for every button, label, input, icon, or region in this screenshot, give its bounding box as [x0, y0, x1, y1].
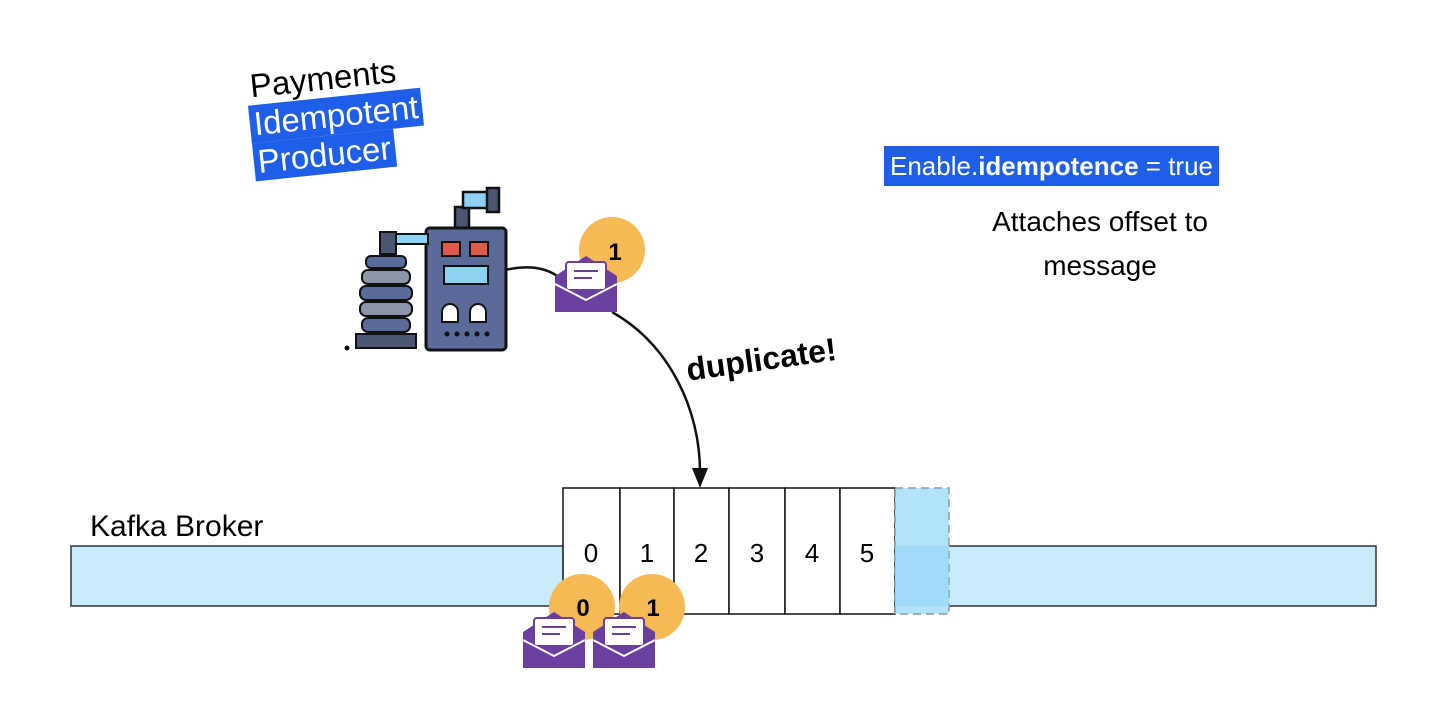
config-key: idempotence [978, 151, 1139, 181]
config-note: Attaches offset to message [900, 200, 1300, 288]
producer-machine-icon [344, 186, 508, 352]
stored-message: 1 [592, 574, 685, 668]
offset-label: 0 [584, 538, 598, 568]
stored-message: 0 [522, 574, 615, 668]
config-note-line: Attaches offset to [992, 206, 1208, 237]
svg-text:1: 1 [608, 239, 621, 266]
svg-text:1: 1 [646, 595, 659, 622]
envelope-icon [592, 612, 656, 668]
offset-label: 3 [750, 538, 764, 568]
svg-text:0: 0 [576, 595, 589, 622]
offset-label: 2 [694, 538, 708, 568]
envelope-icon [554, 256, 618, 312]
offset-label: 1 [640, 538, 654, 568]
in-flight-message: 1 [554, 217, 645, 312]
producer-title: Payments Idempotent Producer [244, 50, 428, 182]
broker-label: Kafka Broker [90, 510, 264, 543]
producer-link-line [504, 266, 561, 279]
config-note-line: message [1043, 250, 1157, 281]
offset-log: 0 1 2 3 4 5 [562, 487, 950, 615]
offset-label: 5 [860, 538, 874, 568]
envelope-icon [522, 612, 586, 668]
offset-label: 4 [805, 538, 819, 568]
duplicate-arrow [611, 310, 702, 473]
arrow-head-icon [692, 468, 708, 488]
config-setting: Enable.idempotence = true [884, 146, 1219, 186]
config-prefix: Enable. [890, 151, 979, 181]
config-suffix: = true [1138, 151, 1213, 181]
